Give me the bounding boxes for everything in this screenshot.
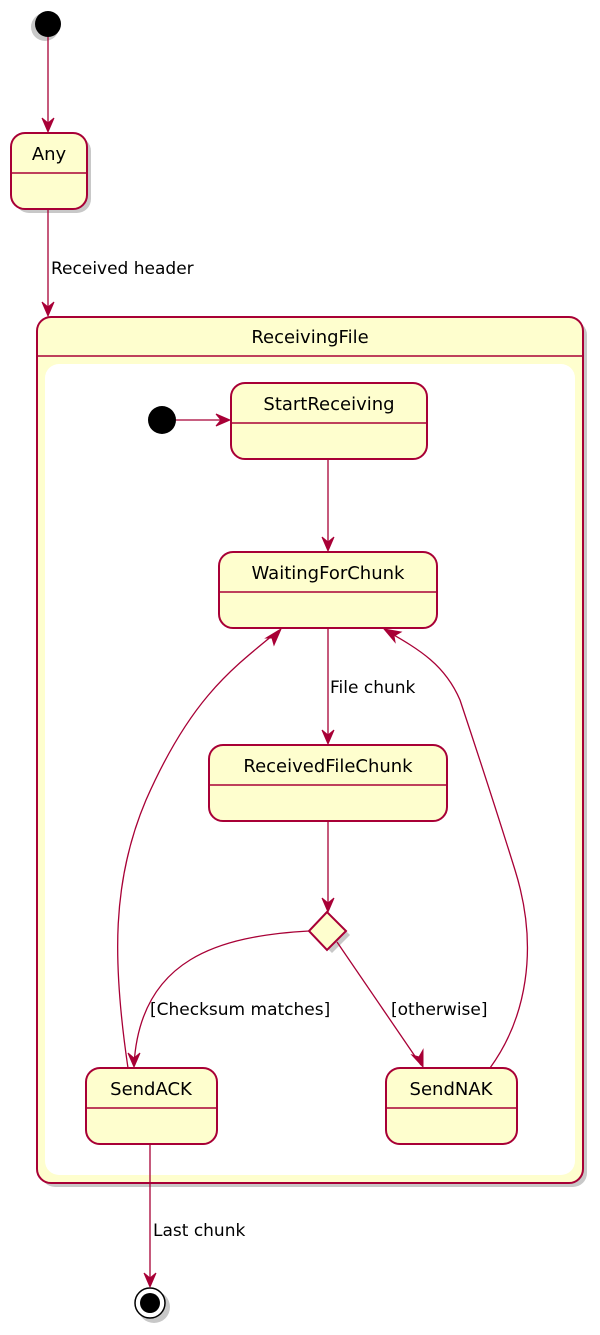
edge-label-file-chunk: File chunk	[330, 678, 416, 698]
edge-any-to-receiving-file: Received header	[41, 209, 194, 318]
inner-initial-state	[148, 406, 176, 434]
edge-start-to-waiting	[321, 459, 335, 553]
edge-send-nak-to-waiting	[382, 628, 529, 1069]
state-start-receiving: StartReceiving	[230, 382, 428, 460]
state-receiving-file-label: ReceivingFile	[251, 327, 368, 348]
state-waiting-for-chunk: WaitingForChunk	[218, 551, 438, 629]
state-received-file-chunk: ReceivedFileChunk	[208, 744, 448, 822]
edge-choice-to-send-nak: [otherwise]	[336, 941, 488, 1069]
state-waiting-for-chunk-label: WaitingForChunk	[252, 563, 405, 584]
edge-label-last-chunk: Last chunk	[153, 1221, 245, 1241]
choice-diamond	[307, 910, 350, 953]
state-any: Any	[10, 132, 88, 210]
initial-state	[35, 11, 61, 37]
state-any-label: Any	[32, 144, 67, 165]
edge-label-otherwise: [otherwise]	[391, 1000, 488, 1020]
edge-initial-to-any	[41, 37, 55, 134]
state-send-ack: SendACK	[85, 1067, 218, 1145]
final-state	[134, 1287, 166, 1319]
edge-inner-initial-to-start-receiving	[176, 413, 232, 427]
edge-received-chunk-to-choice	[321, 821, 335, 914]
edge-send-ack-to-waiting	[116, 627, 283, 1069]
state-received-file-chunk-label: ReceivedFileChunk	[243, 756, 413, 777]
state-start-receiving-label: StartReceiving	[263, 394, 394, 415]
state-send-nak: SendNAK	[385, 1067, 518, 1145]
edge-waiting-to-received-chunk: File chunk	[321, 628, 416, 746]
edge-choice-to-send-ack: [Checksum matches]	[127, 930, 330, 1069]
state-send-nak-label: SendNAK	[410, 1079, 494, 1100]
edge-send-ack-to-final: Last chunk	[143, 1144, 245, 1289]
state-send-ack-label: SendACK	[110, 1079, 193, 1100]
edge-label-checksum-matches: [Checksum matches]	[150, 1000, 330, 1020]
edge-label-received-header: Received header	[51, 259, 194, 279]
